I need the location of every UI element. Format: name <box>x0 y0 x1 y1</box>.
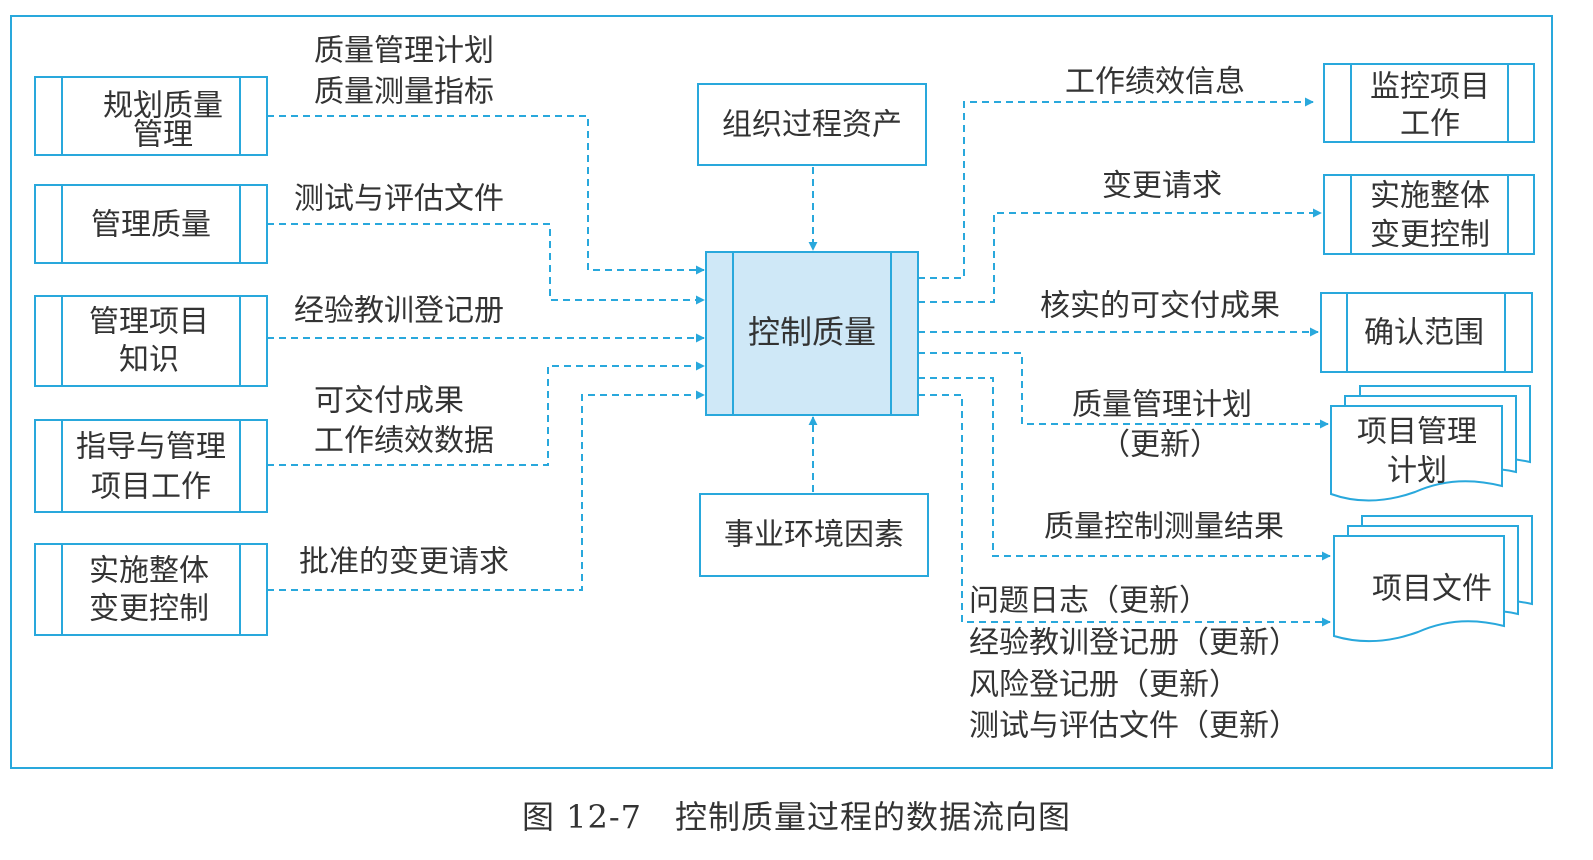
eef-label: 事业环境因素 <box>724 518 904 553</box>
label-risk-register-update: 风险登记册（更新） <box>969 668 1239 703</box>
right-box-project-docs <box>1333 515 1533 643</box>
label-test-eval-docs-update: 测试与评估文件（更新） <box>969 709 1299 744</box>
arrow-to-project-plan <box>918 352 1329 429</box>
arrow-to-change-control <box>918 208 1322 303</box>
left-box-plan-quality-line1: 规划质量 <box>103 89 223 124</box>
label-test-eval-docs: 测试与评估文件 <box>294 182 504 217</box>
opa-box <box>697 83 927 166</box>
left-box-change-control-line1: 实施整体 <box>89 554 209 589</box>
right-box-change-control-line1: 实施整体 <box>1370 179 1490 214</box>
right-box-monitor-work <box>1323 63 1535 143</box>
right-box-project-plan <box>1330 385 1531 502</box>
right-box-monitor-work-line2: 工作 <box>1400 107 1460 142</box>
label-lessons-register-update: 经验教训登记册（更新） <box>969 626 1299 661</box>
arrow-to-monitor-work <box>918 97 1314 279</box>
right-box-project-plan-line1: 项目管理 <box>1357 415 1477 450</box>
label-verified-deliverables: 核实的可交付成果 <box>1040 289 1280 324</box>
label-deliverables: 可交付成果 <box>314 384 464 419</box>
control-quality-label: 控制质量 <box>748 313 876 351</box>
label-quality-mgmt-plan: 质量管理计划 <box>314 34 494 69</box>
label-work-performance-data: 工作绩效数据 <box>314 424 494 459</box>
arrow-plan-quality-to-control <box>267 115 705 275</box>
left-box-change-control-line2: 变更控制 <box>89 592 209 627</box>
left-box-manage-quality-line1: 管理质量 <box>91 208 211 243</box>
right-box-change-control-line2: 变更控制 <box>1370 218 1490 253</box>
arrow-to-project-docs-updates <box>918 394 1331 627</box>
left-box-direct-work-line2: 项目工作 <box>91 470 211 505</box>
left-box-manage-knowledge-line2: 知识 <box>119 343 179 378</box>
outer-frame <box>10 15 1553 769</box>
figure-caption: 图 12-7 控制质量过程的数据流向图 <box>521 798 1072 836</box>
left-box-manage-knowledge <box>34 295 268 387</box>
arrow-manage-quality-to-control <box>267 223 705 305</box>
right-box-monitor-work-line1: 监控项目 <box>1370 70 1490 105</box>
label-work-performance-info: 工作绩效信息 <box>1065 65 1245 100</box>
right-box-change-control <box>1323 174 1535 255</box>
left-box-plan-quality-line2: 管理 <box>133 118 193 153</box>
left-box-direct-work-line1: 指导与管理 <box>76 430 226 465</box>
label-lessons-register: 经验教训登记册 <box>294 294 504 329</box>
control-quality-process <box>705 251 919 416</box>
label-change-requests: 变更请求 <box>1102 169 1222 204</box>
label-qm-plan-update-2: （更新） <box>1100 428 1220 463</box>
arrow-direct-work-to-control <box>267 361 705 466</box>
label-approved-change-requests: 批准的变更请求 <box>299 545 509 580</box>
right-box-project-docs-line1: 项目文件 <box>1372 572 1492 607</box>
label-qc-measurements: 质量控制测量结果 <box>1044 510 1284 545</box>
right-box-project-plan-line2: 计划 <box>1387 454 1447 489</box>
eef-box <box>699 493 929 577</box>
label-issue-log-update: 问题日志（更新） <box>969 584 1209 619</box>
arrow-to-project-docs-qc <box>918 377 1331 561</box>
right-box-validate-scope-line1: 确认范围 <box>1364 316 1484 351</box>
right-box-validate-scope <box>1320 292 1533 373</box>
arrow-change-control-to-control <box>267 390 705 591</box>
left-box-manage-knowledge-line1: 管理项目 <box>89 305 209 340</box>
opa-label: 组织过程资产 <box>722 108 902 143</box>
label-qm-plan-update-1: 质量管理计划 <box>1072 388 1252 423</box>
label-quality-metrics: 质量测量指标 <box>314 75 494 110</box>
